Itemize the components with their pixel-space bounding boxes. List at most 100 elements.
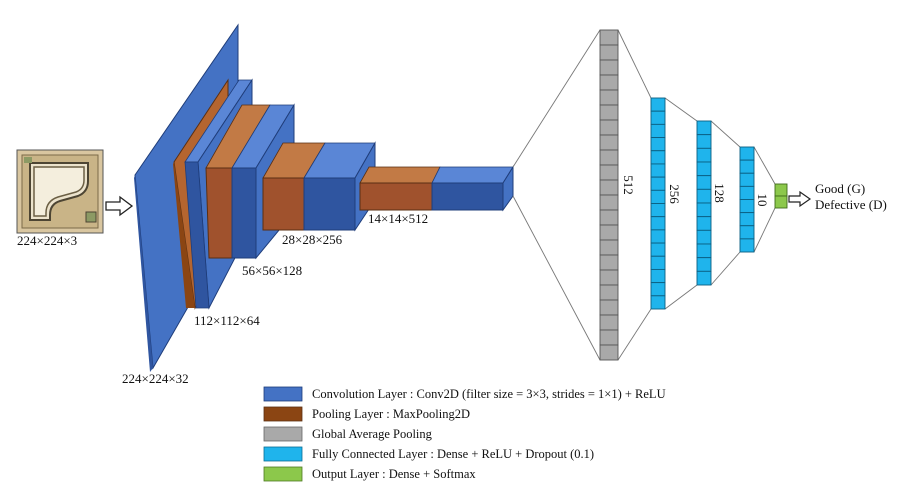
gap-cell [599,344,619,361]
fc1-cell [650,216,666,231]
fc3-cell [739,185,755,200]
conv5-dims-label: 14×14×512 [368,211,428,226]
fc1-cell [650,150,666,165]
fc3-cell [739,159,755,174]
fc2-cell [696,147,712,163]
conv-layer-5 [431,165,514,212]
fc1-cell [650,163,666,178]
fc-layer-256-column [650,97,666,310]
fc-layer-10-column [739,146,755,253]
legend-swatch-output [263,466,303,482]
legend-label-fc: Fully Connected Layer : Dense + ReLU + D… [312,447,594,461]
gap-cell [599,44,619,61]
fc2-cell [696,161,712,177]
fc2-cell [696,270,712,286]
gap-cell [599,59,619,76]
fc2-cell [696,229,712,245]
fc1-cell [650,137,666,152]
pool-layer-4 [359,166,441,211]
fc1-units-label: 256 [667,184,682,204]
fc2-cell [696,202,712,218]
fc1-cell [650,242,666,257]
gap-cell [599,239,619,256]
fc3-cell [739,238,755,253]
gap-cell [599,254,619,271]
legend-swatch-conv [263,386,303,402]
gap-cell [599,149,619,166]
fc2-cell [696,120,712,136]
conv1-dims-label: 224×224×32 [122,371,189,386]
legend-item-gap: Global Average Pooling [263,426,433,442]
fc2-cell [696,175,712,190]
pool-layer-3 [262,142,326,231]
gap-cell [599,164,619,181]
legend-swatch-gap [263,426,303,442]
fc3-units-label: 10 [755,194,770,207]
gap-cell [599,284,619,301]
fc2-cell [696,134,712,149]
legend-swatch-fc [263,446,303,462]
legend-item-pool: Pooling Layer : MaxPooling2D [263,406,470,422]
output-cell [774,183,788,197]
output-cell [774,195,788,209]
fc2-cell [696,216,712,231]
fc1-cell [650,176,666,191]
legend-item-output: Output Layer : Dense + Softmax [263,466,476,482]
conv2-dims-label: 112×112×64 [194,313,260,328]
output-layer-column [774,183,788,209]
legend-label-output: Output Layer : Dense + Softmax [312,467,476,481]
legend-item-fc: Fully Connected Layer : Dense + ReLU + D… [263,446,594,462]
output-class-good: Good (G) [815,181,865,196]
legend-label-gap: Global Average Pooling [312,427,433,441]
gap-cell [599,179,619,196]
fc2-cell [696,188,712,204]
gap-cell [599,104,619,121]
legend-label-conv: Convolution Layer : Conv2D (filter size … [312,387,666,401]
input-image [16,149,104,234]
fc3-cell [739,172,755,187]
connection-lines [512,29,776,361]
gap-cell [599,329,619,346]
conv4-dims-label: 28×28×256 [282,232,343,247]
fc1-cell [650,123,666,139]
output-arrow-icon [788,190,812,208]
fc3-cell [739,225,755,240]
fc1-cell [650,203,666,218]
gap-cell [599,269,619,286]
gap-cell [599,29,619,46]
input-dims-label: 224×224×3 [17,233,77,248]
fc1-cell [650,255,666,270]
input-arrow-icon [105,195,134,217]
fc2-cell [696,243,712,259]
fc-layer-128-column [696,120,712,286]
legend-label-pool: Pooling Layer : MaxPooling2D [312,407,470,421]
gap-cell [599,314,619,331]
fc1-cell [650,189,666,204]
fc2-cell [696,257,712,272]
gap-cell [599,74,619,91]
gap-cell [599,134,619,151]
fc1-cell [650,229,666,244]
gap-units-label: 512 [621,175,636,195]
legend: Convolution Layer : Conv2D (filter size … [263,386,666,482]
gap-cell [599,194,619,211]
fc1-cell [650,97,666,112]
legend-swatch-pool [263,406,303,422]
output-class-defective: Defective (D) [815,197,887,212]
fc2-units-label: 128 [712,183,727,203]
fc1-cell [650,282,666,297]
fc3-cell [739,199,755,214]
gap-cell [599,89,619,106]
gap-cell [599,119,619,136]
fc1-cell [650,110,666,125]
fc3-cell [739,212,755,227]
global-average-pooling-column [599,29,619,361]
fc3-cell [739,146,755,161]
legend-item-conv: Convolution Layer : Conv2D (filter size … [263,386,666,402]
fc1-cell [650,295,666,310]
fc1-cell [650,268,666,284]
gap-cell [599,209,619,226]
conv3-dims-label: 56×56×128 [242,263,302,278]
gap-cell [599,224,619,241]
